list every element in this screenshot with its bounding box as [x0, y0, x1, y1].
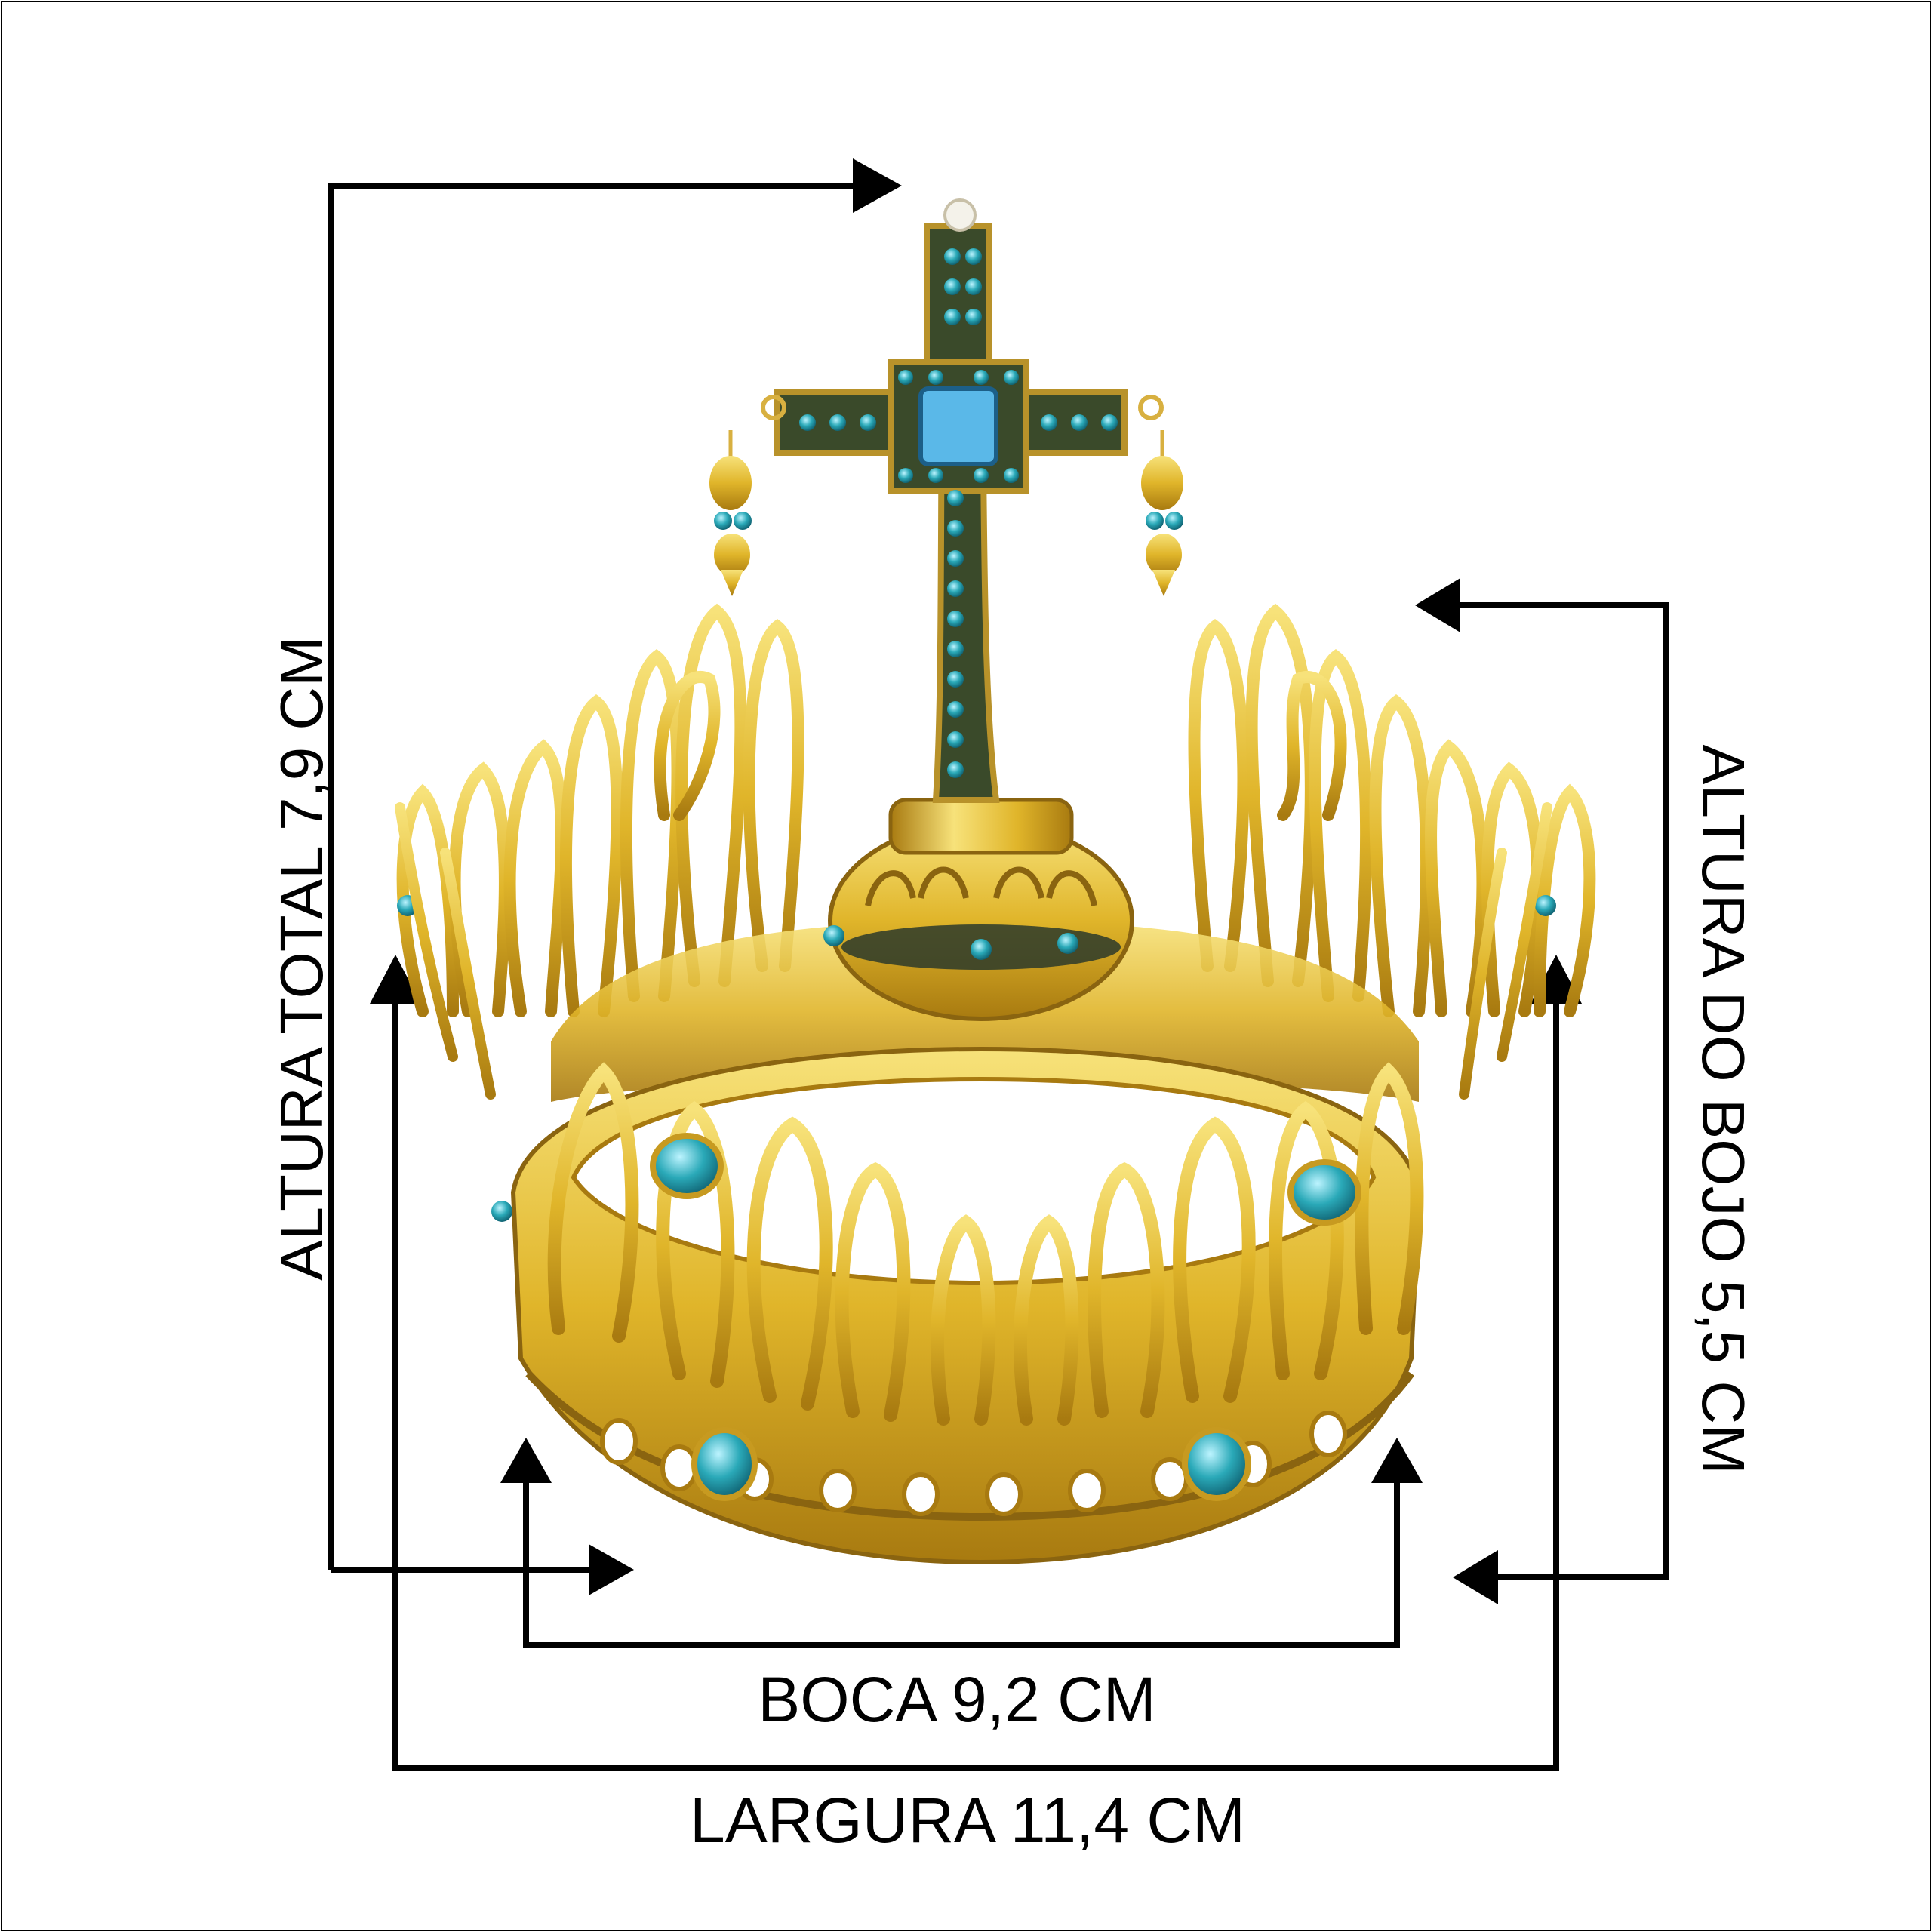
- label-boca: BOCA 9,2 CM: [758, 1664, 1156, 1735]
- crown-front-loops: [547, 1062, 1424, 1426]
- crown-cross: [709, 198, 1183, 803]
- label-largura: LARGURA 11,4 CM: [689, 1785, 1246, 1856]
- crown-side-spikes: [395, 802, 1552, 1100]
- crown-orb: [823, 798, 1134, 1021]
- dimension-arrow-altura-total: [328, 158, 902, 1595]
- label-altura-bojo: ALTURA DO BOJO 5,5 CM: [1690, 744, 1757, 1475]
- label-altura-total: ALTURA TOTAL 7,9 CM: [268, 636, 335, 1281]
- dimension-arrow-altura-bojo: [1415, 578, 1669, 1604]
- dimension-arrow-boca: [500, 1438, 1423, 1648]
- cross-pendant-left: [709, 430, 752, 596]
- crown-illustration: [395, 198, 1596, 1565]
- crown-gems: [397, 895, 1556, 1501]
- cross-pendant-right: [1141, 430, 1183, 596]
- crown-opening: [571, 1076, 1377, 1286]
